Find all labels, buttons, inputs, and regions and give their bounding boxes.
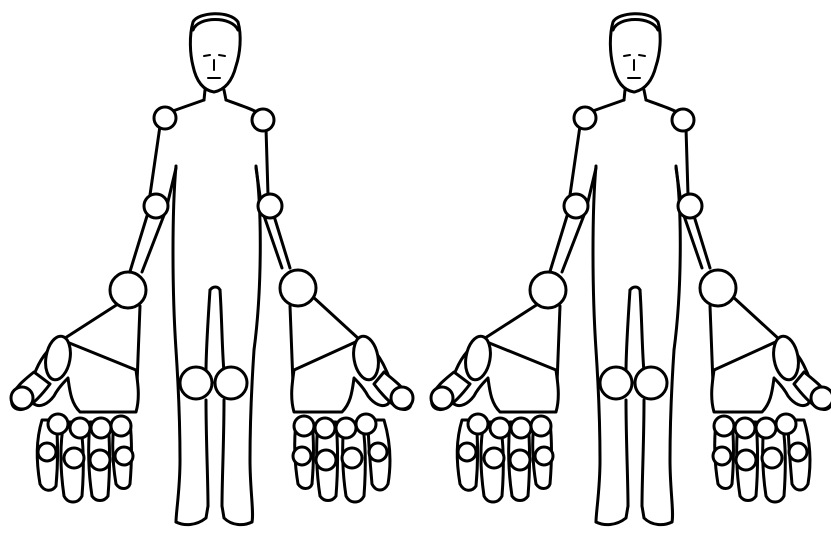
figure-left — [11, 14, 413, 525]
figure-right — [431, 14, 831, 525]
